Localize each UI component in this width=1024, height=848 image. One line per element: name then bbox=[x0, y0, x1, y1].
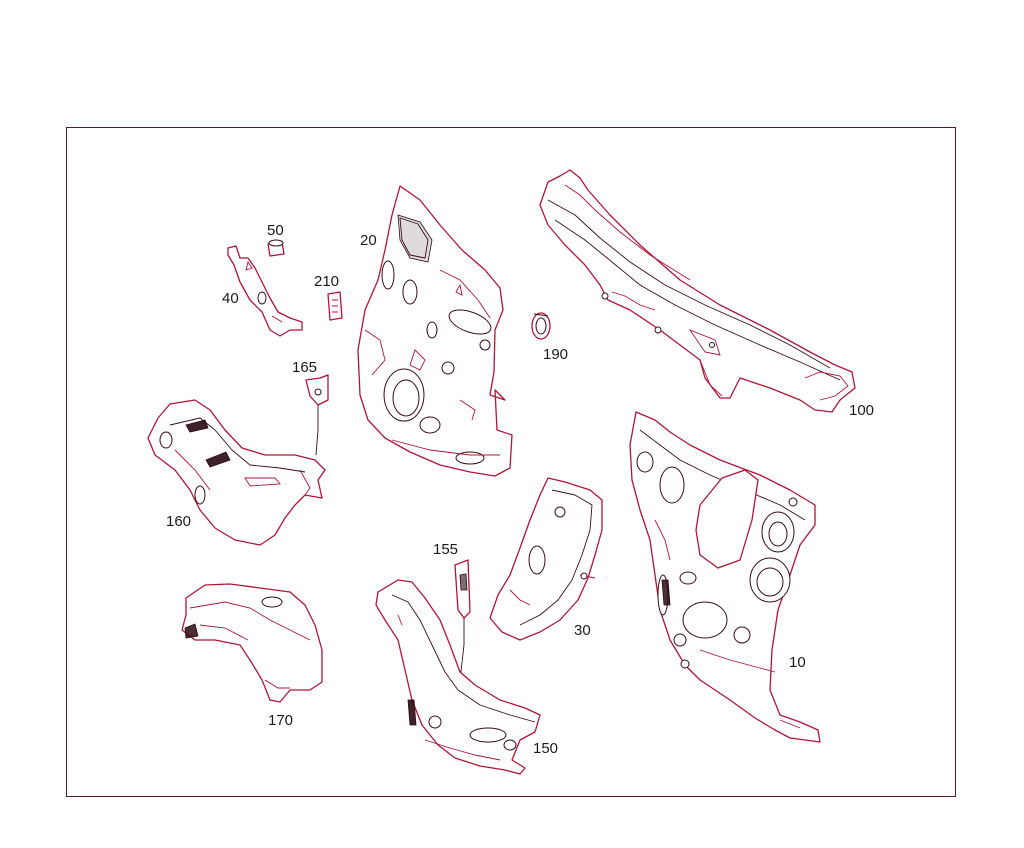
label-part-170: 170 bbox=[268, 712, 293, 729]
part-30-insulation[interactable] bbox=[489, 477, 603, 641]
part-100-cowl-panel[interactable] bbox=[539, 169, 856, 413]
label-part-100: 100 bbox=[849, 402, 874, 419]
label-part-10: 10 bbox=[789, 654, 806, 671]
part-50-nut[interactable] bbox=[267, 239, 285, 257]
label-part-50: 50 bbox=[267, 222, 284, 239]
label-part-160: 160 bbox=[166, 513, 191, 530]
part-150-insulation[interactable] bbox=[375, 579, 541, 775]
label-part-40: 40 bbox=[222, 290, 239, 307]
part-40-bracket[interactable] bbox=[227, 245, 303, 337]
part-210-clip[interactable] bbox=[327, 291, 343, 321]
label-part-210: 210 bbox=[314, 273, 339, 290]
diagram-frame bbox=[66, 127, 956, 797]
part-20-dash-panel-upper[interactable] bbox=[357, 185, 513, 477]
part-160-insulation[interactable] bbox=[147, 399, 326, 546]
label-part-155: 155 bbox=[433, 541, 458, 558]
label-part-150: 150 bbox=[533, 740, 558, 757]
part-170-insulation[interactable] bbox=[181, 583, 323, 703]
label-part-165: 165 bbox=[292, 359, 317, 376]
part-155-bracket[interactable] bbox=[454, 559, 471, 681]
part-190-grommet[interactable] bbox=[531, 312, 551, 340]
part-165-bracket[interactable] bbox=[305, 374, 329, 456]
part-10-insulation[interactable] bbox=[629, 411, 821, 743]
label-part-190: 190 bbox=[543, 346, 568, 363]
label-part-20: 20 bbox=[360, 232, 377, 249]
label-part-30: 30 bbox=[574, 622, 591, 639]
